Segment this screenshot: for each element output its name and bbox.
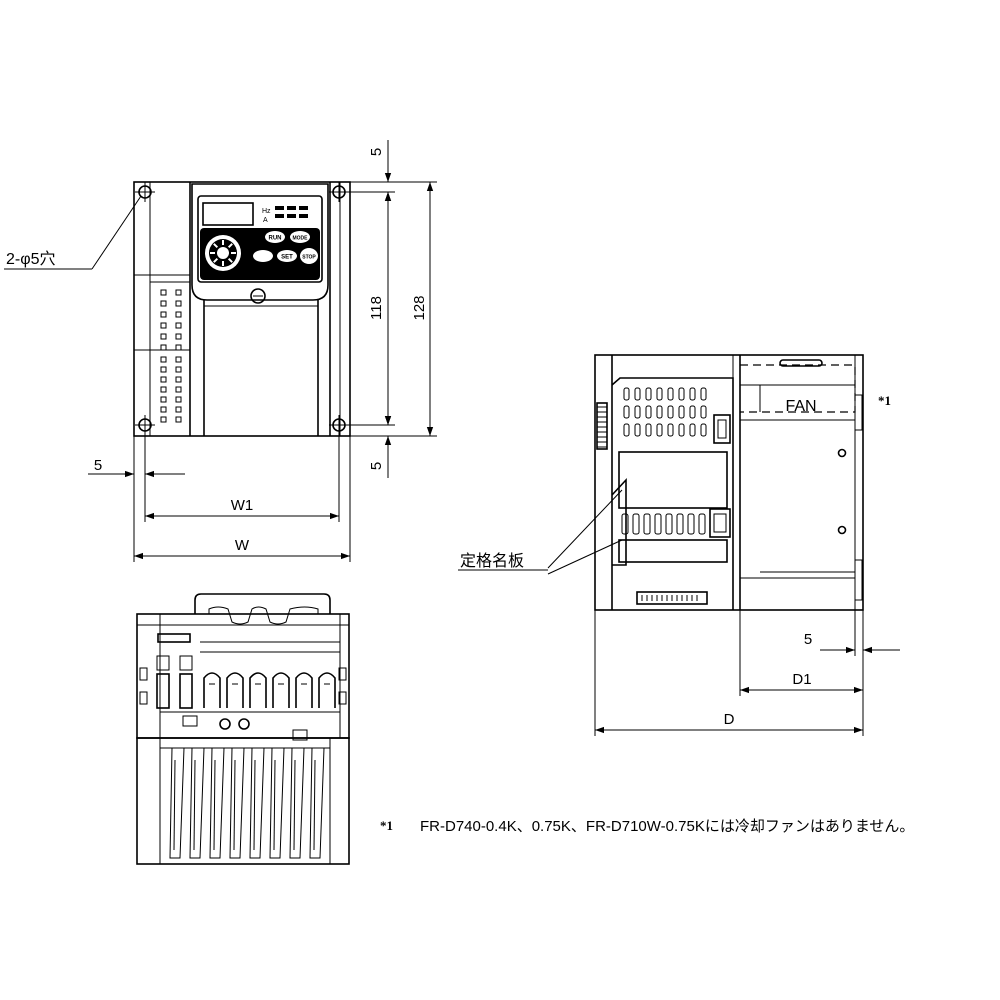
set-button xyxy=(277,250,297,262)
led-display xyxy=(202,202,254,226)
vent-slots xyxy=(160,289,182,423)
footnote-text: FR-D740-0.4K、0.75K、FR-D710W-0.75Kには冷却ファン… xyxy=(420,818,914,835)
dim-top-margin: 5 xyxy=(368,148,385,156)
front-view: Hz A RUN MODE SET STOP xyxy=(4,140,437,562)
bottom-view xyxy=(136,593,350,865)
fan-note-mark: *1 xyxy=(878,393,891,408)
operation-panel: Hz A RUN MODE SET STOP xyxy=(191,183,329,304)
bottom-connector xyxy=(636,591,708,605)
nameplate-label: 定格名板 xyxy=(460,552,524,570)
dim-depth-partial: D1 xyxy=(792,671,811,688)
mount-hole-top-left xyxy=(135,182,155,202)
dim-right-margin: 5 xyxy=(804,631,812,648)
dial-knurl xyxy=(210,240,236,266)
stop-button xyxy=(300,248,318,264)
fan-label: FAN xyxy=(785,398,816,415)
pu-button xyxy=(253,250,273,262)
upper-slot xyxy=(157,633,191,643)
dim-height-inner: 118 xyxy=(368,296,385,320)
grounding-hole-right xyxy=(238,718,250,730)
side-outline xyxy=(594,354,864,611)
side-knob xyxy=(596,402,608,450)
front-outline xyxy=(133,181,351,437)
unit-hz-label: Hz xyxy=(262,208,271,215)
side-vents-lower xyxy=(621,513,706,535)
dim-height-total: 128 xyxy=(411,295,428,320)
footnote-mark: *1 xyxy=(380,818,393,833)
run-button xyxy=(265,231,285,243)
run-button-label: RUN xyxy=(269,236,282,242)
side-view: FAN *1 定格名板 5 D1 D xyxy=(458,354,900,736)
unit-a-label: A xyxy=(263,217,268,224)
nameplate xyxy=(618,451,728,509)
stop-button-label: STOP xyxy=(302,255,316,261)
set-button-label: SET xyxy=(281,255,293,261)
dim-left-margin: 5 xyxy=(94,457,102,474)
front-dimensions: 5 118 5 128 5 W1 W xyxy=(4,140,437,562)
side-vents-upper xyxy=(623,387,707,437)
footnote: *1 FR-D740-0.4K、0.75K、FR-D710W-0.75Kには冷却… xyxy=(380,818,914,835)
mode-button-label: MODE xyxy=(293,236,309,242)
mode-button xyxy=(290,231,310,243)
grounding-hole-left xyxy=(219,718,231,730)
heatsink-outline xyxy=(136,737,350,865)
dim-depth-total: D xyxy=(724,711,735,728)
dim-width-inner: W1 xyxy=(231,497,254,514)
heatsink-fins xyxy=(160,747,330,859)
handle xyxy=(194,593,331,614)
hole-callout: 2-φ5穴 xyxy=(6,250,56,268)
dim-bottom-margin: 5 xyxy=(368,462,385,470)
terminal-screws xyxy=(139,655,347,713)
cover-screw xyxy=(250,288,266,304)
dim-width-total: W xyxy=(235,537,250,554)
